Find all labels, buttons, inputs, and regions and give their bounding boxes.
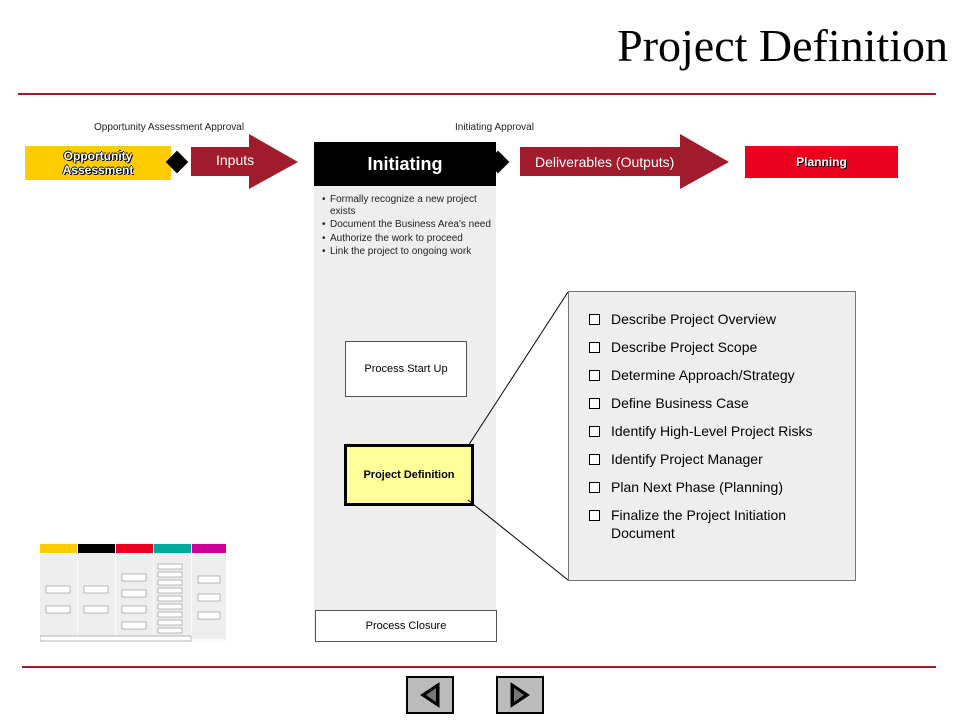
checkbox-icon bbox=[589, 482, 600, 493]
process-closure-label: Process Closure bbox=[365, 620, 447, 632]
task-item: Define Business Case bbox=[589, 394, 845, 412]
task-text: Identify Project Manager bbox=[611, 451, 763, 467]
task-item: Determine Approach/Strategy bbox=[589, 366, 845, 384]
task-text: Finalize the Project Initiation Document bbox=[611, 507, 787, 541]
next-slide-button[interactable] bbox=[496, 676, 544, 714]
initiating-bullet: Formally recognize a new project exists bbox=[322, 194, 494, 217]
checkbox-icon bbox=[589, 510, 600, 521]
opportunity-assessment-box: Opportunity Assessment bbox=[25, 146, 171, 180]
process-closure-box[interactable]: Process Closure bbox=[315, 610, 497, 642]
triangle-left-icon bbox=[420, 682, 440, 708]
planning-label: Planning bbox=[796, 155, 847, 169]
title-divider bbox=[18, 93, 936, 95]
initiating-bullet: Authorize the work to proceed bbox=[322, 233, 494, 245]
process-start-up-box[interactable]: Process Start Up bbox=[345, 341, 467, 397]
deliverables-arrow bbox=[520, 134, 729, 189]
initiating-approval-label: Initiating Approval bbox=[455, 122, 534, 133]
previous-slide-button[interactable] bbox=[406, 676, 454, 714]
initiating-header: Initiating bbox=[314, 142, 496, 186]
task-item: Describe Project Scope bbox=[589, 338, 845, 356]
task-text: Define Business Case bbox=[611, 395, 749, 411]
initiating-bullet: Document the Business Area's need bbox=[322, 219, 494, 231]
task-item: Finalize the Project Initiation Document bbox=[589, 506, 845, 542]
deliverables-label: Deliverables (Outputs) bbox=[535, 154, 675, 170]
task-detail-panel: Describe Project Overview Describe Proje… bbox=[568, 291, 856, 581]
task-text: Determine Approach/Strategy bbox=[611, 367, 795, 383]
initiating-bullet: Link the project to ongoing work bbox=[322, 246, 494, 258]
inputs-arrow bbox=[191, 134, 298, 189]
task-item: Identify Project Manager bbox=[589, 450, 845, 468]
checkbox-icon bbox=[589, 314, 600, 325]
page-title: Project Definition bbox=[617, 20, 948, 71]
inputs-label: Inputs bbox=[216, 152, 255, 168]
task-text: Describe Project Scope bbox=[611, 339, 758, 355]
project-definition-box[interactable]: Project Definition bbox=[344, 444, 474, 506]
triangle-right-icon bbox=[510, 682, 530, 708]
planning-box: Planning bbox=[745, 146, 898, 178]
checkbox-icon bbox=[589, 342, 600, 353]
checkbox-icon bbox=[589, 426, 600, 437]
project-definition-label: Project Definition bbox=[363, 469, 455, 481]
checkbox-icon bbox=[589, 454, 600, 465]
task-item: Plan Next Phase (Planning) bbox=[589, 478, 845, 496]
initiating-label: Initiating bbox=[367, 153, 443, 174]
task-item: Describe Project Overview bbox=[589, 310, 845, 328]
checkbox-icon bbox=[589, 370, 600, 381]
footer-divider bbox=[22, 666, 936, 668]
process-start-up-label: Process Start Up bbox=[364, 363, 448, 375]
task-item: Identify High-Level Project Risks bbox=[589, 422, 845, 440]
opportunity-assessment-label: Opportunity Assessment bbox=[62, 149, 134, 177]
initiating-bullets: Formally recognize a new project exists … bbox=[322, 194, 494, 260]
task-list: Describe Project Overview Describe Proje… bbox=[569, 292, 855, 542]
task-text: Describe Project Overview bbox=[611, 311, 776, 327]
task-text: Plan Next Phase (Planning) bbox=[611, 479, 783, 495]
task-text: Identify High-Level Project Risks bbox=[611, 423, 813, 439]
opportunity-approval-label: Opportunity Assessment Approval bbox=[94, 122, 245, 133]
checkbox-icon bbox=[589, 398, 600, 409]
lifecycle-thumbnail[interactable] bbox=[40, 542, 226, 642]
